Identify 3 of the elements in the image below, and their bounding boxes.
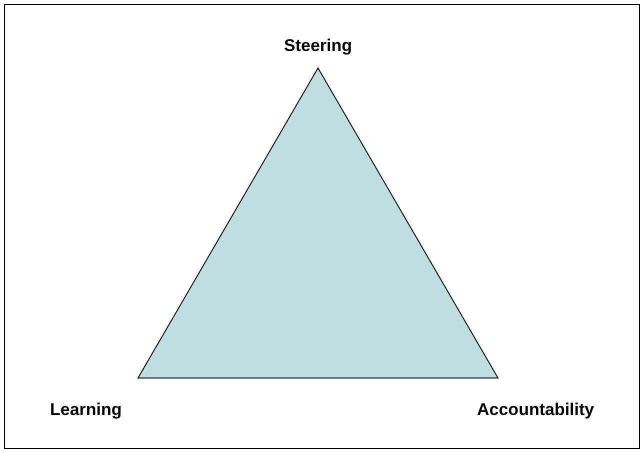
corner-label: Accountability: [477, 400, 594, 420]
corner-label: Learning: [50, 400, 122, 420]
corner-label: Steering: [284, 36, 352, 56]
